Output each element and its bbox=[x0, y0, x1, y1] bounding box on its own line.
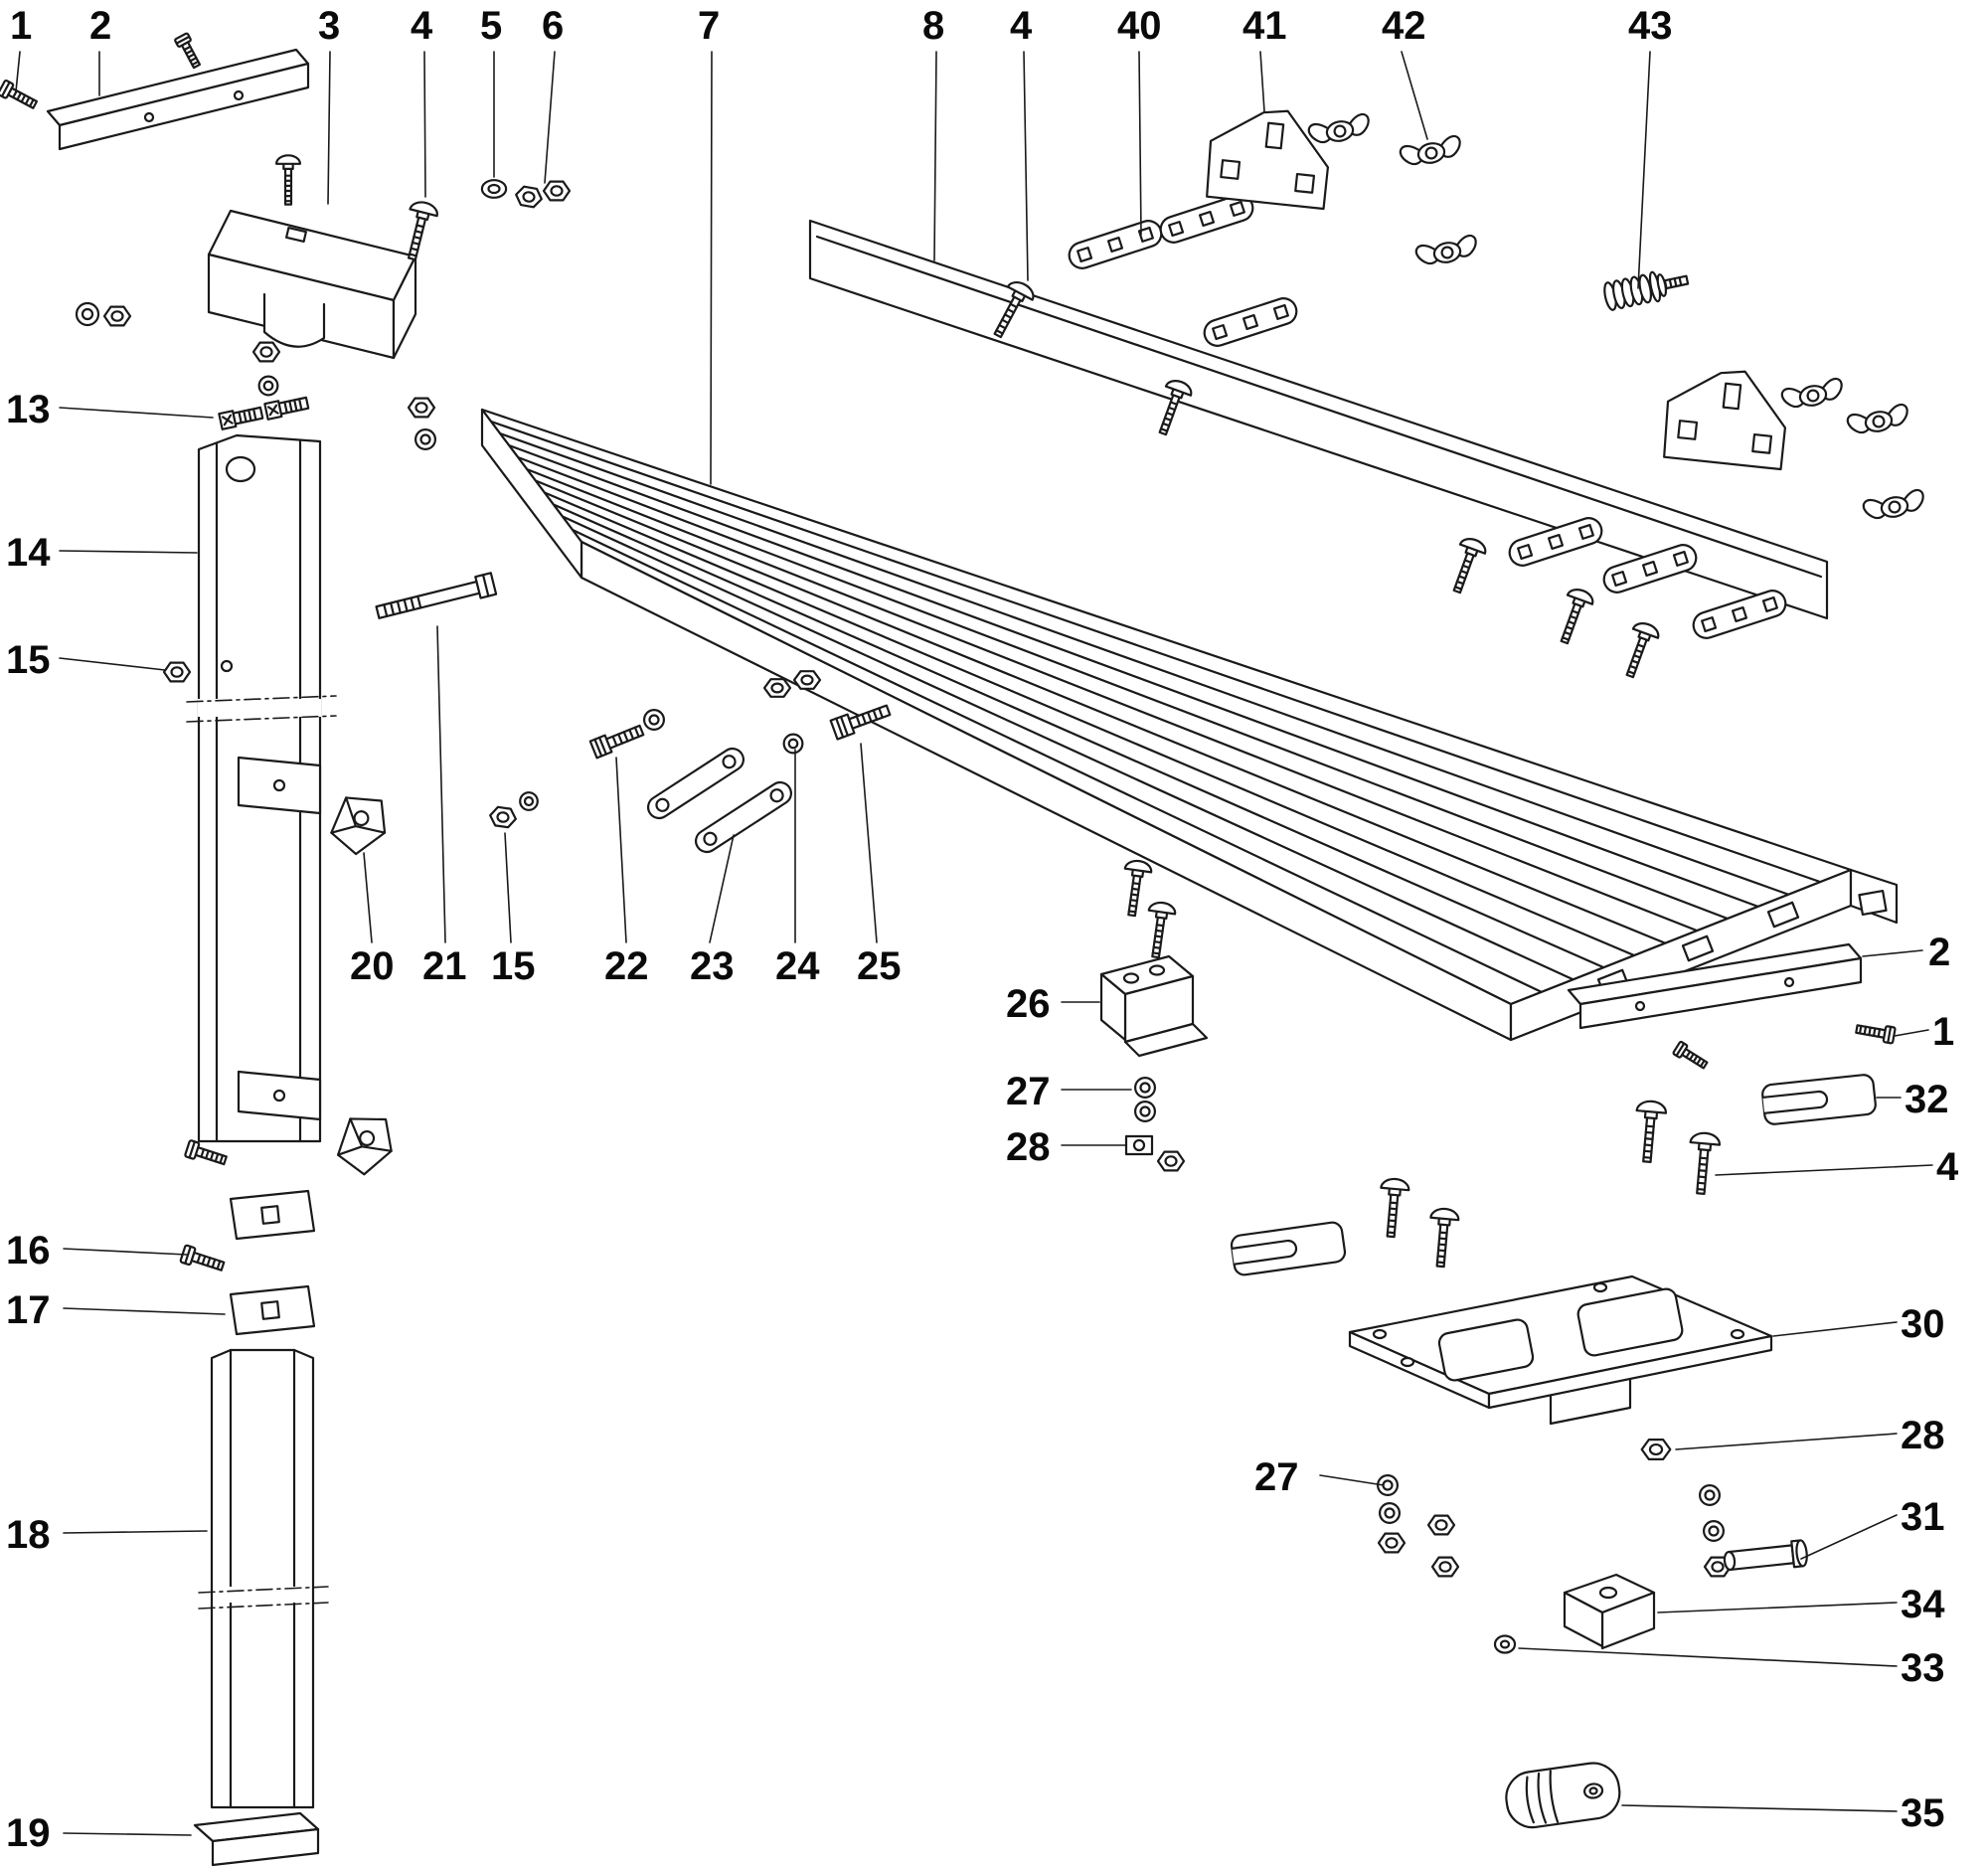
callout-24: 24 bbox=[775, 944, 820, 988]
callout-8: 8 bbox=[922, 4, 945, 48]
part-41-gusset-plate-upper bbox=[1204, 101, 1335, 211]
part-18-lower-column bbox=[199, 1350, 328, 1807]
part-27-washers-left bbox=[1134, 1077, 1156, 1122]
part-43-spring-assembly bbox=[1602, 265, 1690, 312]
callout-18: 18 bbox=[6, 1513, 51, 1557]
callout-17: 17 bbox=[6, 1288, 51, 1332]
part-19-foot-cap bbox=[195, 1813, 318, 1865]
callout-26: 26 bbox=[1006, 982, 1051, 1026]
part-32-slot-plate-right bbox=[1672, 1040, 1878, 1126]
callout-1-top: 1 bbox=[10, 4, 33, 48]
callout-30: 30 bbox=[1901, 1302, 1945, 1346]
callout-20: 20 bbox=[350, 944, 395, 988]
callout-14: 14 bbox=[6, 531, 51, 575]
callout-40: 40 bbox=[1117, 4, 1162, 48]
part-8-fence bbox=[810, 221, 1827, 618]
part-28-nut-right bbox=[1640, 1438, 1733, 1578]
part-42-wing-nuts-upper bbox=[1306, 111, 1481, 270]
part-15-nut-left bbox=[162, 661, 192, 683]
part-42-wing-nuts-lower bbox=[1779, 376, 1928, 525]
part-1-screw-top-left bbox=[0, 79, 40, 113]
part-21-hex-bolt bbox=[375, 573, 496, 622]
callout-33: 33 bbox=[1901, 1646, 1945, 1690]
callout-35: 35 bbox=[1901, 1791, 1945, 1835]
part-25-socket-screw bbox=[831, 701, 892, 740]
callout-27-left: 27 bbox=[1006, 1070, 1051, 1113]
part-22-screw bbox=[590, 709, 665, 758]
part-6-hex-nuts bbox=[513, 180, 572, 210]
callout-4-right: 4 bbox=[1936, 1145, 1959, 1189]
callout-43: 43 bbox=[1628, 4, 1673, 48]
callout-21: 21 bbox=[422, 944, 467, 988]
callout-6: 6 bbox=[542, 4, 565, 48]
part-30-base-plate bbox=[1350, 1276, 1771, 1424]
part-2-rail-top-left bbox=[48, 32, 308, 149]
part-35-cam-lever bbox=[1503, 1760, 1623, 1830]
callout-27-bottom: 27 bbox=[1254, 1455, 1299, 1499]
part-34-clip-bracket bbox=[1565, 1575, 1654, 1648]
part-14-upper-column bbox=[187, 435, 336, 1141]
callout-5: 5 bbox=[480, 4, 503, 48]
part-3-clamp-bracket bbox=[75, 154, 415, 397]
part-15-nut-mid bbox=[487, 791, 539, 830]
callout-15-mid: 15 bbox=[491, 944, 536, 988]
callout-22: 22 bbox=[604, 944, 649, 988]
callout-16: 16 bbox=[6, 1229, 51, 1272]
callout-34: 34 bbox=[1901, 1583, 1945, 1626]
part-5-washer bbox=[480, 178, 508, 200]
callout-2-right: 2 bbox=[1928, 931, 1951, 974]
part-26-bent-bracket bbox=[1101, 858, 1207, 1056]
leader-lines bbox=[16, 52, 1932, 1835]
part-27-washers-bottom bbox=[1377, 1474, 1460, 1578]
part-17-slide-plates bbox=[231, 1191, 314, 1334]
part-1-screw-right bbox=[1854, 1020, 1897, 1045]
part-32-slot-plate-mid bbox=[1229, 1176, 1461, 1277]
callout-13: 13 bbox=[6, 388, 51, 431]
callout-4-top: 4 bbox=[411, 4, 433, 48]
callout-28-left: 28 bbox=[1006, 1125, 1051, 1169]
callout-2-top: 2 bbox=[89, 4, 112, 48]
callout-23: 23 bbox=[690, 944, 735, 988]
callout-1-right: 1 bbox=[1932, 1010, 1955, 1054]
part-4-carriage-bolts-right bbox=[1631, 1099, 1722, 1197]
callout-4-fence: 4 bbox=[1010, 4, 1033, 48]
callout-28-right: 28 bbox=[1901, 1414, 1945, 1457]
callout-3: 3 bbox=[318, 4, 341, 48]
part-28-nuts-left bbox=[1126, 1136, 1186, 1172]
callout-42: 42 bbox=[1382, 4, 1426, 48]
part-31-pivot-pin bbox=[1724, 1540, 1808, 1575]
part-13-set-screws bbox=[218, 394, 310, 430]
part-41-gusset-plate-lower bbox=[1661, 362, 1792, 471]
callout-15-left: 15 bbox=[6, 638, 51, 682]
callout-25: 25 bbox=[857, 944, 902, 988]
callout-19: 19 bbox=[6, 1811, 51, 1855]
callout-32: 32 bbox=[1905, 1078, 1949, 1121]
callout-41: 41 bbox=[1242, 4, 1287, 48]
part-23-link-plates bbox=[642, 743, 797, 858]
callout-7: 7 bbox=[698, 4, 721, 48]
part-2-rail-right bbox=[1569, 944, 1861, 1028]
callout-31: 31 bbox=[1901, 1495, 1945, 1539]
part-33-washer bbox=[1495, 1636, 1515, 1653]
